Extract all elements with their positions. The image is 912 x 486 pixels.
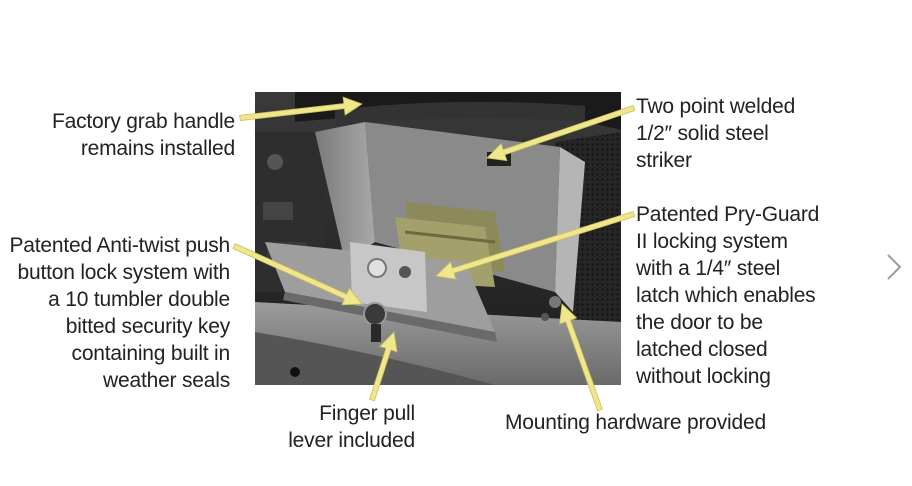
label-line: a 10 tumbler double xyxy=(48,288,230,311)
label-line: Factory grab handle xyxy=(52,110,235,133)
label-line: containing built in xyxy=(71,342,230,365)
label-line: lever included xyxy=(288,429,415,452)
label-line: with a 1/4″ steel xyxy=(636,257,781,280)
label-line: remains installed xyxy=(80,137,235,160)
label-line: Patented Anti-twist push xyxy=(9,234,231,257)
label-line: Finger pull xyxy=(319,402,415,425)
label-line: the door to be xyxy=(636,311,763,334)
label-line: Patented Pry-Guard xyxy=(636,203,820,226)
label-line: weather seals xyxy=(103,369,230,392)
photo-illustration xyxy=(255,92,621,385)
label-line: button lock system with xyxy=(17,261,231,284)
label-line: Mounting hardware provided xyxy=(505,411,766,434)
label-line: bitted security key xyxy=(65,315,230,338)
label-finger-pull: Finger pull lever included xyxy=(250,400,415,454)
label-line: latch which enables xyxy=(636,284,816,307)
label-anti-twist: Patented Anti-twist push button lock sys… xyxy=(0,232,231,394)
label-line: striker xyxy=(636,149,692,172)
product-photo xyxy=(255,92,621,385)
label-line: II locking system xyxy=(636,230,788,253)
label-line: latched closed xyxy=(636,338,768,361)
label-grab-handle: Factory grab handle remains installed xyxy=(20,108,235,162)
label-line: 1/2″ solid steel xyxy=(636,122,769,145)
label-mounting: Mounting hardware provided xyxy=(505,409,766,436)
label-line: without locking xyxy=(636,365,771,388)
next-slide-button[interactable] xyxy=(882,252,906,282)
label-line: Two point welded xyxy=(636,95,796,118)
label-striker: Two point welded 1/2″ solid steel strike… xyxy=(636,93,795,174)
chevron-right-icon xyxy=(887,254,902,280)
label-pry-guard: Patented Pry-Guard II locking system wit… xyxy=(636,201,819,390)
